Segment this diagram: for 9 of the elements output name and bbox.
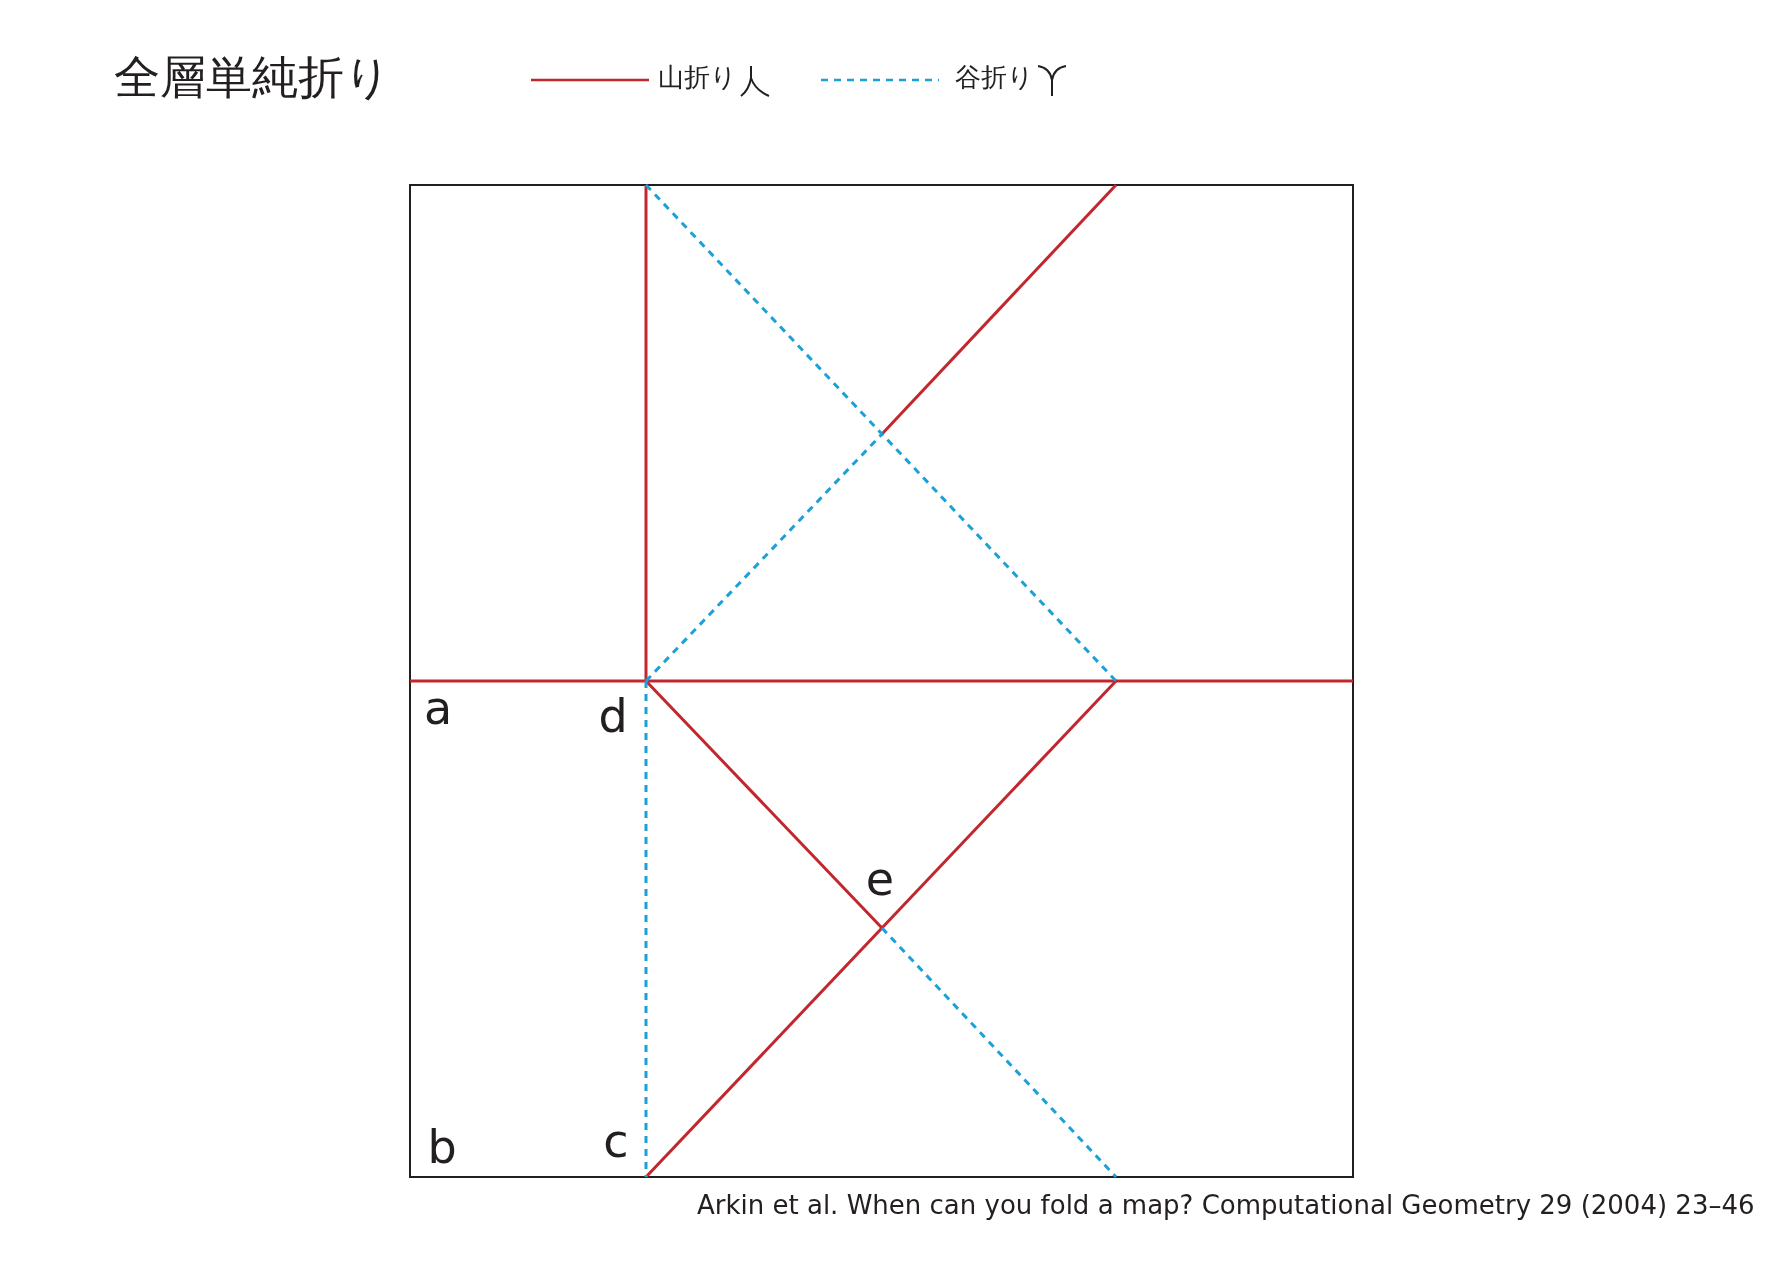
point-label: a (423, 685, 453, 731)
point-label: c (603, 1118, 629, 1164)
title: 全層単純折り (114, 54, 391, 100)
citation-caption: Arkin et al. When can you fold a map? Computational Geometry 29 (2004) 23–46 (697, 1192, 1755, 1218)
legend-text: 谷折り (955, 64, 1034, 90)
point-label: b (427, 1124, 457, 1170)
point-label: e (865, 856, 895, 902)
legend-text: 山折り (658, 64, 737, 90)
point-label: d (598, 693, 628, 739)
